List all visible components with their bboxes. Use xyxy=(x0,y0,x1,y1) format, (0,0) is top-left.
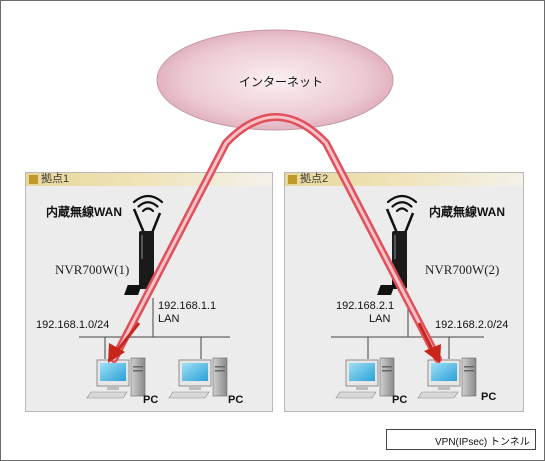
site-2-network: 192.168.2.0/24 xyxy=(435,319,509,331)
site-marker-icon xyxy=(288,175,297,184)
pc-icon xyxy=(335,357,395,399)
site-2-pc-1-label: PC xyxy=(392,394,408,406)
site-2-wan-label: 内蔵無線WAN xyxy=(429,205,505,219)
site-1-router-name: NVR700W(1) xyxy=(55,262,130,277)
site-marker-icon xyxy=(29,175,38,184)
site-1-network: 192.168.1.0/24 xyxy=(36,319,110,331)
site-1-label: 拠点1 xyxy=(41,173,70,185)
site-1-wan-label: 内蔵無線WAN xyxy=(46,205,122,219)
site-2-lan-ip: 192.168.2.1 xyxy=(336,300,395,312)
site-2-router-name: NVR700W(2) xyxy=(425,262,500,277)
site-1-pc-1-label: PC xyxy=(143,394,159,406)
internet-cloud xyxy=(156,29,394,131)
wifi-icon xyxy=(386,194,418,213)
pc-icon xyxy=(417,357,477,399)
internet-label: インターネット xyxy=(239,75,324,89)
arrow-icon xyxy=(417,322,441,363)
legend-box: VPN(IPsec) トンネル xyxy=(386,429,536,450)
site-1-lan xyxy=(79,298,230,359)
site-1-lan-ip: 192.168.1.1 xyxy=(158,300,217,312)
site-1-pc-2-label: PC xyxy=(228,394,244,406)
site-1-lan-label: LAN xyxy=(158,313,180,325)
wifi-icon xyxy=(132,194,164,213)
site-2-lan-label: LAN xyxy=(369,313,391,325)
pc-icon xyxy=(86,357,146,399)
arrow-icon xyxy=(108,322,141,363)
legend-label: VPN(IPsec) トンネル xyxy=(435,437,530,448)
vpn-tunnel xyxy=(110,113,442,363)
pc-icon xyxy=(168,357,228,399)
site-2-pc-2-label: PC xyxy=(481,391,497,403)
site-2-label: 拠点2 xyxy=(300,173,329,185)
